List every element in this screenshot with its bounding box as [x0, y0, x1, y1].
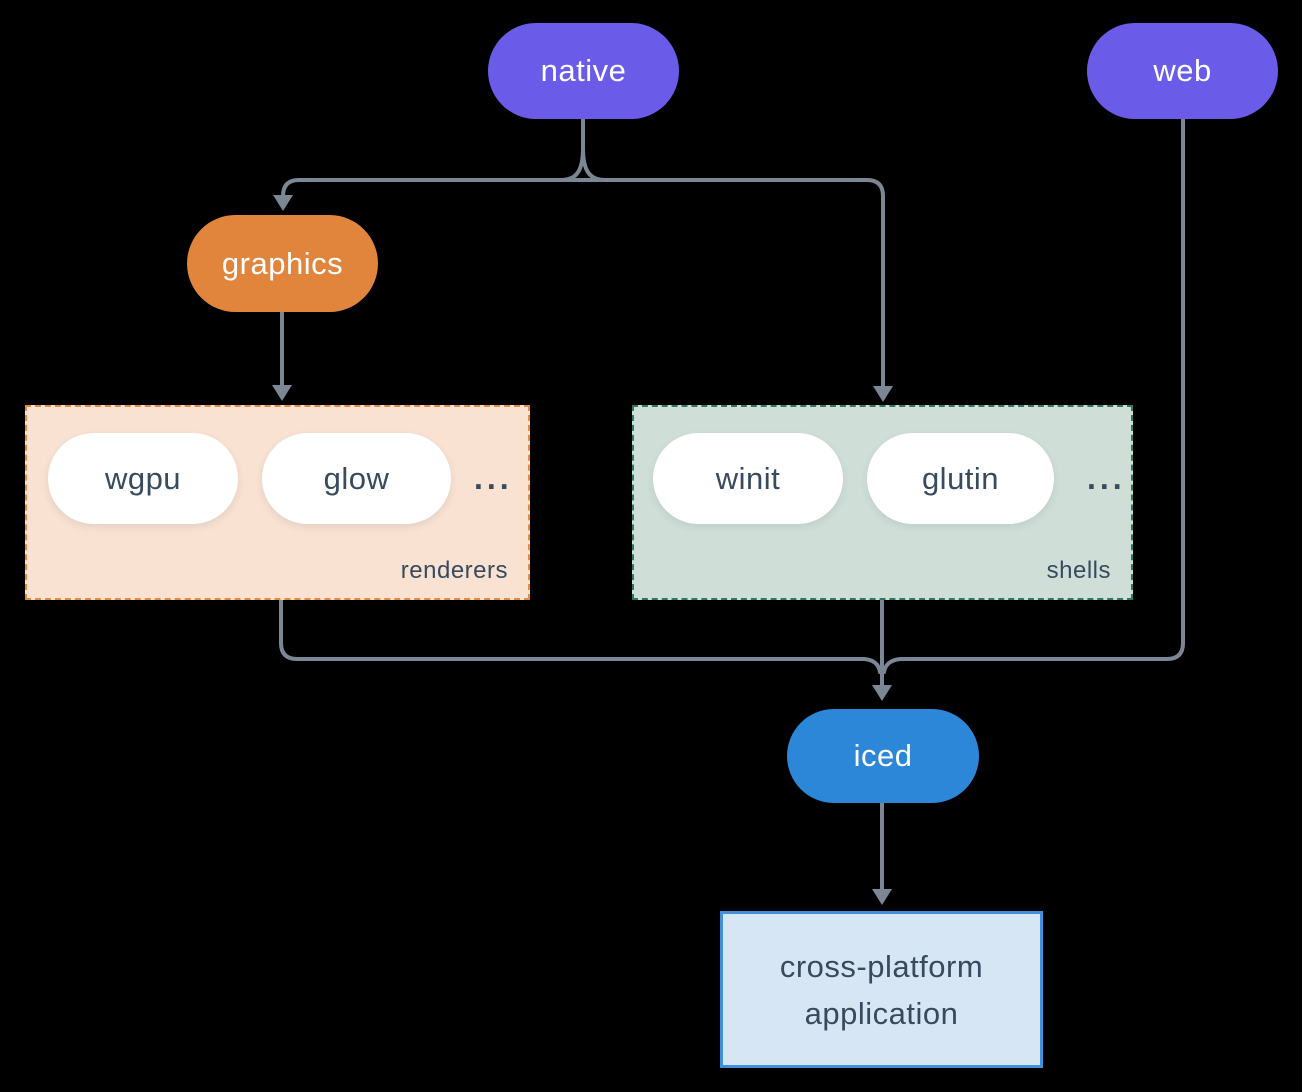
- arrowhead-into-iced: [872, 685, 892, 701]
- arrowhead-into-renderers: [272, 385, 292, 401]
- node-iced: iced: [787, 709, 979, 803]
- node-cross-platform-application: cross-platform application: [720, 911, 1043, 1068]
- node-iced-label: iced: [853, 738, 913, 773]
- node-winit-label: winit: [715, 460, 781, 496]
- group-shells-label: shells: [1046, 557, 1111, 584]
- node-native-label: native: [540, 53, 627, 88]
- node-graphics-label: graphics: [221, 245, 344, 281]
- shells-ellipsis: ...: [1087, 460, 1126, 496]
- edge-rail-to-graphics-and-shells: [281, 178, 885, 390]
- group-shells: winit glutin ... shells: [632, 405, 1133, 600]
- node-glow: glow: [262, 433, 451, 524]
- node-web-label: web: [1153, 53, 1212, 88]
- node-web: web: [1087, 23, 1278, 119]
- node-glutin: glutin: [867, 433, 1054, 524]
- node-winit: winit: [653, 433, 843, 524]
- group-renderers: wgpu glow ... renderers: [25, 405, 530, 600]
- node-glutin-label: glutin: [921, 460, 1000, 496]
- application-label-line2: application: [804, 995, 959, 1031]
- edge-web-to-junction: [882, 116, 1185, 674]
- arrowhead-into-application: [872, 889, 892, 905]
- node-native: native: [488, 23, 679, 119]
- edge-native-flare-left: [559, 146, 585, 182]
- group-renderers-label: renderers: [400, 557, 508, 584]
- arrowhead-into-graphics: [273, 195, 293, 211]
- edge-native-flare-right: [581, 146, 607, 182]
- edge-renderers-to-junction: [279, 598, 882, 674]
- node-wgpu: wgpu: [48, 433, 238, 524]
- node-glow-label: glow: [323, 460, 390, 496]
- renderers-ellipsis: ...: [474, 460, 513, 496]
- application-label-line1: cross-platform: [779, 948, 984, 984]
- node-graphics: graphics: [187, 215, 378, 312]
- node-wgpu-label: wgpu: [104, 460, 182, 496]
- arrowhead-into-shells: [873, 386, 893, 402]
